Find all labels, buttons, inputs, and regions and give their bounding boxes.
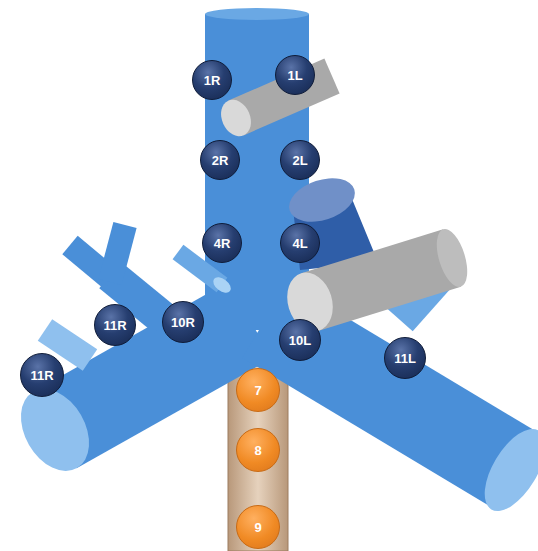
vessel-end [210, 274, 233, 296]
station-number: 8 [254, 443, 261, 458]
station-circle-subcarinal: 7 [236, 368, 280, 412]
station-number: 11R [30, 368, 53, 383]
station-number: 1L [287, 68, 302, 83]
station-circle: 4L [280, 223, 320, 263]
station-number: 1R [204, 73, 221, 88]
bronchus [265, 320, 515, 470]
vessel-end [215, 95, 256, 141]
station-number: 4L [292, 236, 307, 251]
trachea-top [205, 8, 309, 20]
station-circle: 4R [202, 223, 242, 263]
station-number: 9 [254, 520, 261, 535]
station-circle-subcarinal: 8 [236, 428, 280, 472]
station-number: 10R [171, 315, 195, 330]
station-circle: 2L [280, 140, 320, 180]
esophagus [228, 366, 288, 551]
station-number: 4R [214, 236, 231, 251]
station-circle: 1L [275, 55, 315, 95]
station-circle-subcarinal: 9 [236, 505, 280, 549]
station-number: 2L [292, 153, 307, 168]
vessel-end [431, 226, 473, 291]
station-circle: 11L [384, 337, 426, 379]
aortic-arch [310, 258, 452, 302]
bronchus [55, 320, 250, 430]
station-number: 7 [254, 383, 261, 398]
station-circle: 11R [20, 353, 64, 397]
station-circle: 1R [192, 60, 232, 100]
station-number: 11R [103, 318, 126, 333]
bronchus-branch [110, 225, 125, 282]
station-circle: 2R [200, 140, 240, 180]
station-number: 2R [212, 153, 229, 168]
station-circle: 10R [162, 301, 204, 343]
station-number: 10L [289, 333, 311, 348]
bronchus-end [472, 419, 538, 521]
station-circle: 11R [94, 304, 136, 346]
station-circle: 10L [279, 319, 321, 361]
bronchus-end [7, 377, 103, 483]
station-number: 11L [394, 351, 416, 366]
